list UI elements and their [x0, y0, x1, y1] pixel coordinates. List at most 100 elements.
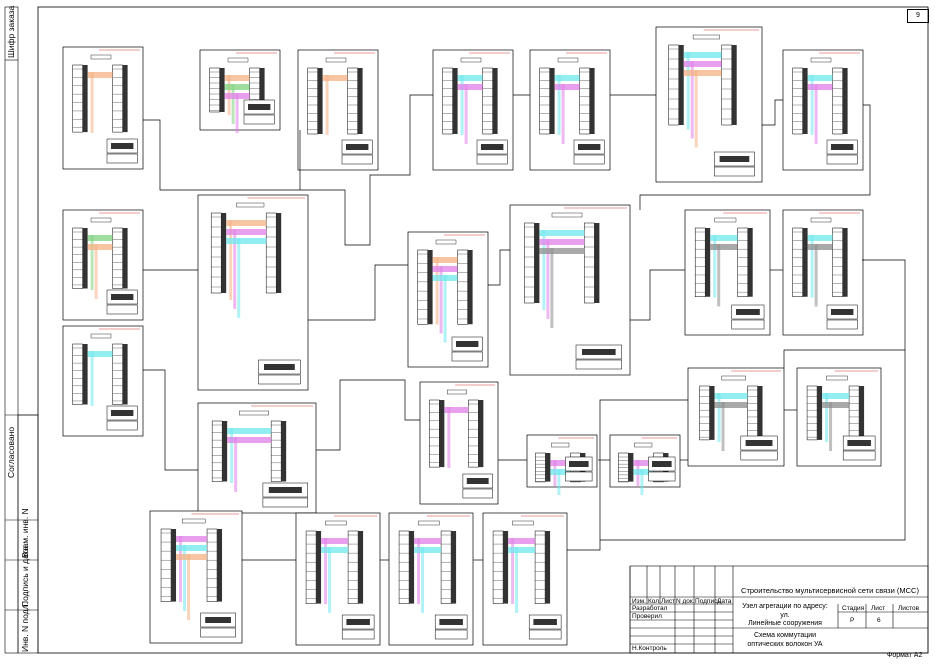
title-block — [629, 565, 929, 654]
fiber-band-cyan — [683, 52, 722, 58]
odf-module-left — [398, 530, 410, 604]
odf-module-right — [832, 67, 843, 135]
odf-module-right — [347, 67, 358, 135]
equipment-ports — [466, 478, 489, 484]
equipment-box-2 — [476, 154, 508, 165]
odf-module-left — [429, 399, 440, 468]
odf-module-right — [270, 420, 282, 482]
panel-tag — [810, 217, 832, 223]
sheet-header: Лист — [871, 605, 886, 612]
equipment-box-2 — [826, 154, 858, 165]
equipment-box-2 — [565, 471, 593, 482]
drawing-line1: Схема коммутации — [753, 632, 817, 639]
odf-module-right-ports — [594, 223, 600, 303]
fiber-riser-cyan — [810, 75, 814, 135]
equipment-ports — [582, 349, 616, 355]
odf-module-left — [160, 528, 172, 602]
fiber-band-cyan — [539, 230, 585, 236]
fiber-band-gray — [807, 244, 833, 250]
fiber-riser-cyan — [460, 75, 464, 135]
fiber-riser-cyan — [230, 428, 234, 483]
equipment-box-2 — [451, 351, 483, 362]
fiber-band-cyan — [457, 75, 483, 81]
odf-module-right-ports — [122, 65, 128, 133]
odf-module-right-ports — [358, 531, 364, 604]
fiber-band-magenta — [432, 266, 458, 272]
fiber-riser-cyan — [328, 547, 332, 613]
format-label: Формат А2 — [887, 652, 923, 659]
fiber-band-magenta — [176, 536, 208, 542]
fiber-riser-orange — [435, 257, 439, 325]
side-strip — [4, 6, 19, 654]
equipment-ports — [205, 617, 231, 623]
stage-header: Стадия — [842, 605, 865, 612]
fiber-riser-magenta — [814, 84, 818, 144]
odf-module-left — [806, 385, 818, 441]
fiber-riser-orange — [694, 70, 698, 148]
equipment-ports — [736, 309, 760, 315]
panel-tag — [325, 57, 347, 63]
fiber-riser-cyan — [717, 393, 721, 442]
odf-module-left-ports — [709, 386, 715, 440]
equipment-box-2 — [575, 359, 622, 370]
fiber-riser-magenta — [690, 61, 694, 139]
odf-module-left-ports — [82, 228, 88, 289]
trunk-cable — [143, 94, 433, 246]
odf-module-left — [417, 249, 428, 325]
panel-tag — [551, 212, 583, 218]
col-list: Лист — [661, 598, 676, 605]
equipment-box-2 — [528, 629, 562, 640]
col-data: Дата — [717, 598, 732, 605]
odf-module-right-ports — [122, 344, 128, 405]
fiber-riser-magenta — [464, 84, 468, 144]
equipment-ports — [831, 309, 854, 315]
odf-module-right — [534, 530, 546, 604]
fiber-riser-magenta — [561, 84, 565, 144]
role-norm: Н.Контроль — [632, 645, 667, 652]
fiber-band-magenta — [539, 239, 585, 245]
panel-tag — [460, 57, 482, 63]
equipment-box-2 — [106, 420, 138, 431]
trunk-cable — [308, 264, 408, 321]
equipment-ports — [346, 619, 370, 625]
trunk-cable — [488, 249, 510, 286]
odf-module-left-ports — [439, 400, 445, 468]
odf-module-left — [792, 67, 803, 135]
object-line1: Узел агрегации по адресу: — [742, 603, 828, 610]
odf-module-left-ports — [452, 68, 458, 134]
equipment-box-2 — [258, 374, 301, 385]
original-inv-label: Инв. N подл. — [20, 602, 30, 652]
fiber-band-orange — [322, 75, 348, 81]
odf-module-right-ports — [842, 228, 848, 297]
fiber-riser-magenta — [417, 538, 421, 604]
fiber-riser-gray — [829, 402, 833, 451]
fiber-band-orange — [87, 244, 113, 250]
panel-tag — [551, 442, 570, 448]
fiber-band-magenta — [807, 84, 833, 90]
fiber-band-gray — [539, 248, 585, 254]
fiber-riser-orange — [325, 75, 329, 135]
odf-module-right — [112, 343, 123, 405]
fiber-band-cyan — [414, 547, 442, 553]
odf-module-left-ports — [705, 228, 711, 297]
panel-tag — [239, 410, 270, 416]
equipment-box-2 — [434, 629, 468, 640]
equipment-ports — [248, 104, 271, 110]
panel-tag — [90, 333, 112, 339]
equipment-ports — [111, 410, 134, 416]
odf-module-left-ports — [802, 68, 808, 134]
panel-tag — [90, 54, 112, 60]
fiber-riser-green — [231, 84, 235, 124]
odf-module-right — [848, 385, 860, 441]
odf-module-right-ports — [259, 68, 265, 112]
equipment-box-2 — [842, 450, 876, 461]
fiber-band-magenta — [226, 229, 267, 235]
odf-module-right-ports — [545, 531, 551, 604]
odf-module-right — [347, 530, 359, 604]
fiber-band-cyan — [226, 238, 267, 244]
panel-tag — [325, 520, 347, 526]
role-developer: Разработал — [632, 605, 668, 612]
fiber-band-cyan — [822, 393, 850, 399]
equipment-box-2 — [573, 154, 605, 165]
fiber-band-orange — [87, 72, 113, 78]
